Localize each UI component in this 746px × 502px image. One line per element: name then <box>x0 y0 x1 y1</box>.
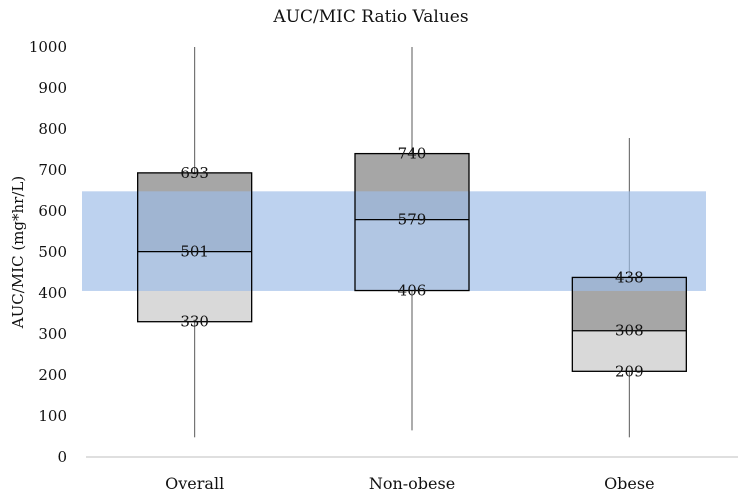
category-labels: Overall Non-obese Obese <box>165 474 654 493</box>
y-axis-ticks: 0 100 200 300 400 500 600 700 800 900 1000 <box>29 38 67 466</box>
box-borders <box>137 152 687 372</box>
y-tick-label: 300 <box>38 325 67 343</box>
target-range-band <box>82 191 706 291</box>
value-labels: 693 501 330 740 579 406 438 308 209 <box>180 145 643 381</box>
chart-title: AUC/MIC Ratio Values <box>272 7 468 27</box>
y-tick-label: 100 <box>38 407 67 425</box>
q1-label: 330 <box>180 313 209 331</box>
y-tick-label: 1000 <box>29 38 67 56</box>
q1-label: 209 <box>615 362 644 380</box>
box-outline <box>354 152 470 292</box>
category-label: Obese <box>604 474 655 493</box>
category-label: Overall <box>165 474 224 493</box>
median-label: 501 <box>180 243 209 261</box>
y-tick-label: 200 <box>38 366 67 384</box>
box-outline <box>137 172 253 323</box>
y-tick-label: 800 <box>38 120 67 138</box>
median-label: 308 <box>615 322 644 340</box>
box-outline <box>571 276 687 372</box>
q3-label: 438 <box>615 268 644 286</box>
y-tick-label: 500 <box>38 243 67 261</box>
y-tick-label: 0 <box>57 448 67 466</box>
y-tick-label: 900 <box>38 79 67 97</box>
q3-label: 740 <box>398 145 427 163</box>
category-label: Non-obese <box>369 474 455 493</box>
q1-label: 406 <box>398 282 427 300</box>
y-tick-label: 600 <box>38 202 67 220</box>
y-axis-label: AUC/MIC (mg*hr/L) <box>9 176 27 329</box>
y-tick-label: 400 <box>38 284 67 302</box>
q3-label: 693 <box>180 164 209 182</box>
box-lower-fill <box>572 330 687 372</box>
median-label: 579 <box>398 211 427 229</box>
y-tick-label: 700 <box>38 161 67 179</box>
